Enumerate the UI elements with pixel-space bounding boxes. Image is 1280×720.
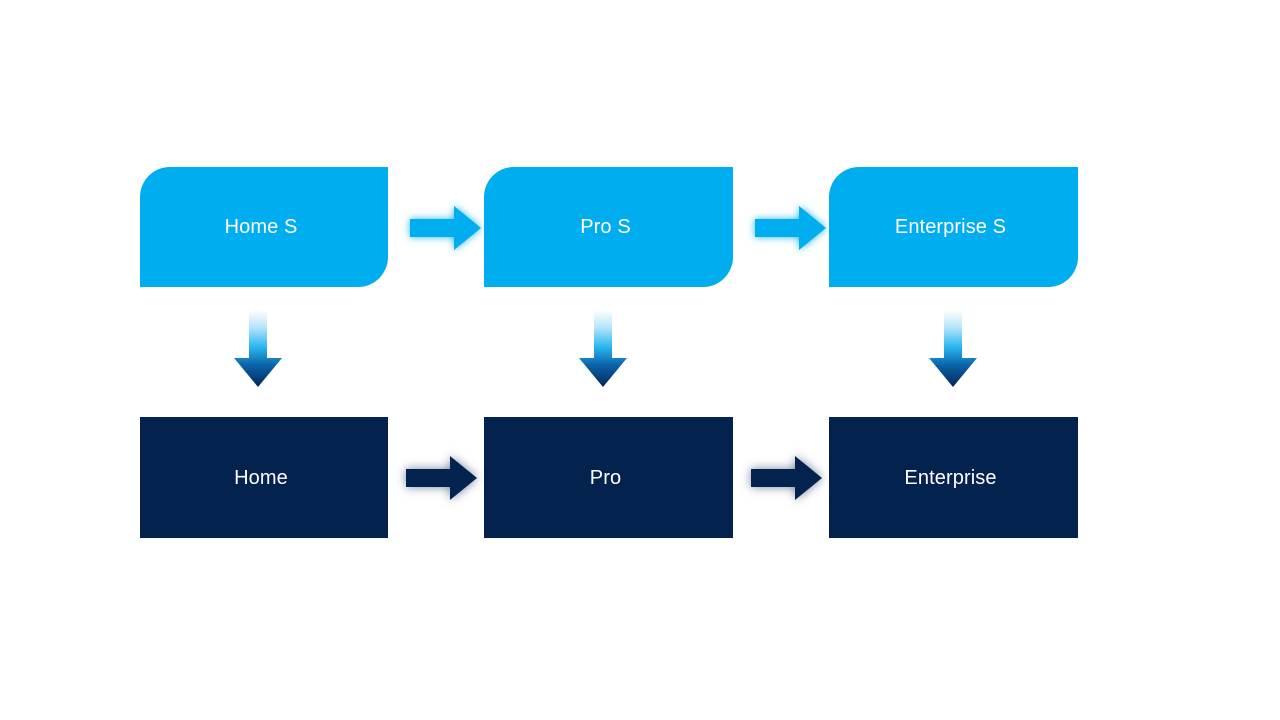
service-arrow-2 [755,205,827,251]
arrow-right-icon [755,206,826,250]
down-arrow-1 [233,310,283,388]
product-arrow-2 [751,455,823,501]
down-arrow-3 [928,310,978,388]
arrow-right-icon [410,206,481,250]
node-home[interactable]: Home [140,417,388,538]
node-label-home: Home [234,466,288,489]
node-pro[interactable]: Pro [484,417,733,538]
down-arrow-2 [578,310,628,388]
node-label-enterprise-s: Enterprise S [894,216,1007,238]
node-label-pro-s: Pro S [580,216,631,238]
node-label-enterprise: Enterprise [904,466,997,489]
node-label-home-s: Home S [224,216,298,238]
service-arrow-1 [410,205,482,251]
node-enterprise[interactable]: Enterprise [829,417,1078,538]
node-enterprise-s[interactable]: Enterprise S [829,167,1078,287]
arrow-right-icon [406,456,477,500]
node-pro-s[interactable]: Pro S [484,167,733,287]
arrow-down-icon [234,310,282,387]
arrow-down-icon [929,310,977,387]
product-arrow-1 [406,455,478,501]
arrow-down-icon [579,310,627,387]
node-home-s[interactable]: Home S [140,167,388,287]
node-label-pro: Pro [589,466,622,489]
arrow-right-icon [751,456,822,500]
